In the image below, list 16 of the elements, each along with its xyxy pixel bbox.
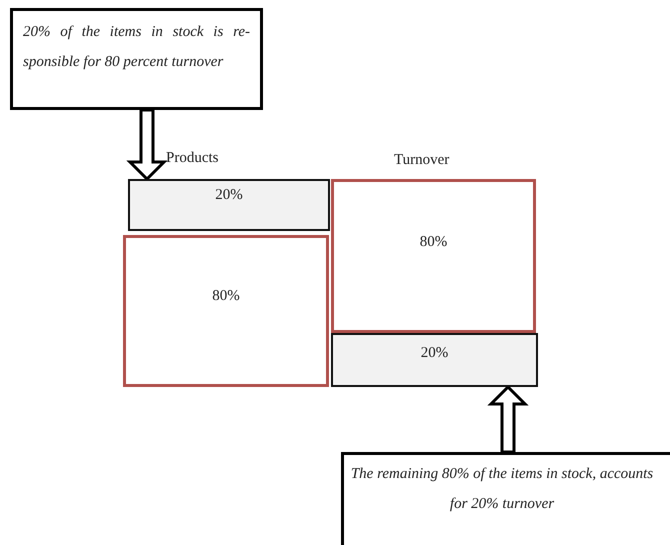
block-arrow bbox=[487, 384, 529, 454]
node-text: 80% bbox=[212, 288, 240, 305]
callout-box bbox=[341, 452, 670, 545]
column-heading: Products bbox=[166, 150, 218, 167]
percentage-box bbox=[123, 235, 329, 387]
node-text: 20% bbox=[420, 345, 448, 362]
percentage-box bbox=[331, 333, 538, 387]
callout-box bbox=[10, 8, 263, 110]
node-text: 20% of the items in stock is re- sponsible for 80 percent turnover bbox=[23, 23, 250, 72]
node-text: 80% bbox=[420, 234, 448, 251]
percentage-box bbox=[128, 179, 330, 231]
percentage-box bbox=[331, 179, 536, 333]
block-arrow bbox=[126, 108, 168, 182]
column-heading: Turnover bbox=[394, 152, 450, 169]
node-text: 20% bbox=[215, 187, 243, 204]
node-text: The remaining 80% of the items in stock, accounts for 20% turnover bbox=[350, 465, 654, 514]
